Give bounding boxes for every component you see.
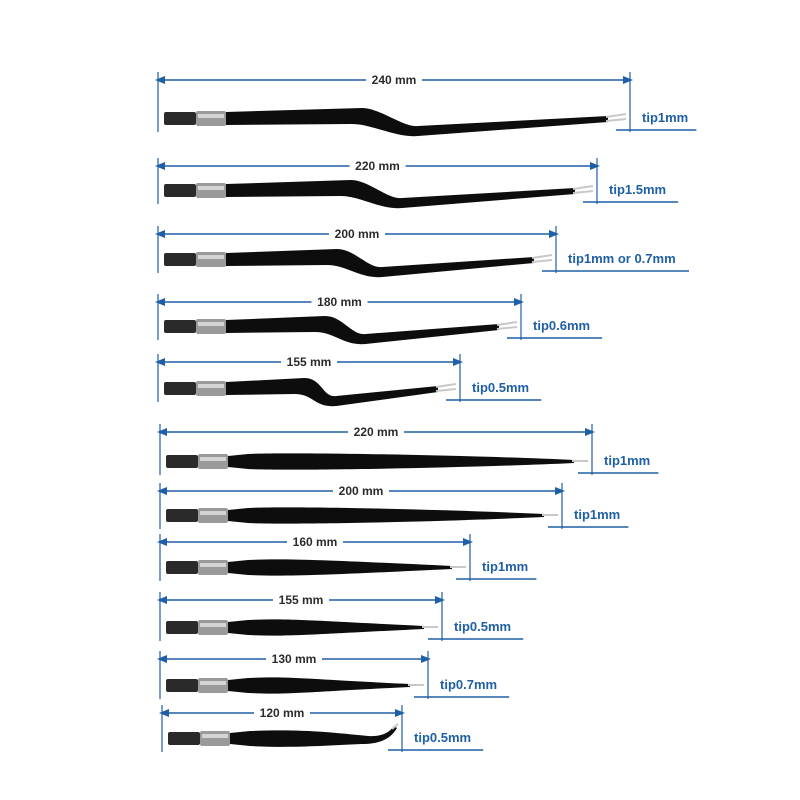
forceps-row: 200 mm tip1mm or 0.7mm	[155, 226, 689, 278]
forceps-instrument	[164, 378, 457, 407]
forceps-row: 220 mm tip1.5mm	[155, 158, 679, 209]
forceps-body	[226, 378, 438, 407]
forceps-tip	[391, 723, 399, 730]
forceps-row: 220 mm tip1mm	[157, 424, 659, 475]
tip-label: tip1.5mm	[609, 182, 666, 197]
length-label: 130 mm	[272, 652, 317, 666]
forceps-row: 200 mm tip1mm	[157, 483, 629, 529]
forceps-row: 180 mm tip0.6mm	[155, 294, 603, 345]
forceps-instrument	[164, 108, 627, 137]
metal-collar	[198, 508, 228, 523]
forceps-body	[226, 316, 499, 345]
forceps-instrument	[164, 180, 594, 209]
forceps-tip	[496, 321, 518, 326]
forceps-instrument	[164, 249, 553, 278]
forceps-body	[228, 559, 452, 576]
tip-label: tip0.5mm	[454, 619, 511, 634]
metal-collar	[196, 183, 226, 198]
forceps-body	[226, 108, 608, 137]
length-label: 155 mm	[287, 355, 332, 369]
forceps-instrument	[168, 723, 399, 747]
connector-plug	[166, 455, 198, 468]
length-label: 200 mm	[335, 227, 380, 241]
connector-plug	[166, 679, 198, 692]
tip-label: tip0.5mm	[414, 730, 471, 745]
forceps-tip	[531, 254, 553, 259]
metal-collar	[198, 678, 228, 693]
metal-collar	[200, 731, 230, 746]
metal-collar	[196, 319, 226, 334]
forceps-body	[226, 180, 575, 209]
length-label: 155 mm	[279, 593, 324, 607]
length-label: 180 mm	[317, 295, 362, 309]
connector-plug	[164, 112, 196, 125]
forceps-body	[230, 726, 397, 747]
forceps-instrument	[164, 316, 518, 345]
tip-label: tip1mm	[604, 453, 650, 468]
forceps-body	[226, 249, 534, 278]
forceps-tip	[572, 185, 594, 190]
length-label: 220 mm	[355, 159, 400, 173]
forceps-row: 120 mm tip0.5mm	[159, 705, 484, 752]
forceps-instrument	[166, 619, 438, 636]
connector-plug	[164, 320, 196, 333]
connector-plug	[164, 253, 196, 266]
connector-plug	[164, 184, 196, 197]
tip-label: tip0.5mm	[472, 380, 529, 395]
forceps-instrument	[166, 453, 588, 470]
forceps-tip	[605, 113, 627, 118]
connector-plug	[166, 621, 198, 634]
connector-plug	[164, 382, 196, 395]
metal-collar	[196, 252, 226, 267]
tip-label: tip0.7mm	[440, 677, 497, 692]
tip-label: tip1mm	[642, 110, 688, 125]
tip-label: tip0.6mm	[533, 318, 590, 333]
length-label: 240 mm	[372, 73, 417, 87]
forceps-body	[228, 677, 410, 694]
connector-plug	[166, 561, 198, 574]
metal-collar	[198, 620, 228, 635]
forceps-row: 155 mm tip0.5mm	[155, 354, 542, 407]
metal-collar	[196, 381, 226, 396]
connector-plug	[168, 732, 200, 745]
length-label: 120 mm	[260, 706, 305, 720]
forceps-body	[228, 619, 424, 636]
forceps-row: 160 mm tip1mm	[157, 534, 537, 581]
forceps-instrument	[166, 559, 466, 576]
forceps-tip	[435, 383, 457, 388]
forceps-body	[228, 453, 574, 470]
tip-label: tip1mm	[482, 559, 528, 574]
forceps-row: 155 mm tip0.5mm	[157, 592, 524, 641]
tip-label: tip1mm	[574, 507, 620, 522]
length-label: 200 mm	[339, 484, 384, 498]
forceps-instrument	[166, 677, 424, 694]
forceps-instrument	[166, 507, 558, 524]
length-label: 220 mm	[354, 425, 399, 439]
forceps-body	[228, 507, 544, 524]
metal-collar	[198, 560, 228, 575]
tip-label: tip1mm or 0.7mm	[568, 251, 676, 266]
metal-collar	[196, 111, 226, 126]
connector-plug	[166, 509, 198, 522]
forceps-row: 240 mm tip1mm	[155, 72, 697, 137]
forceps-row: 130 mm tip0.7mm	[157, 651, 510, 699]
metal-collar	[198, 454, 228, 469]
length-label: 160 mm	[293, 535, 338, 549]
